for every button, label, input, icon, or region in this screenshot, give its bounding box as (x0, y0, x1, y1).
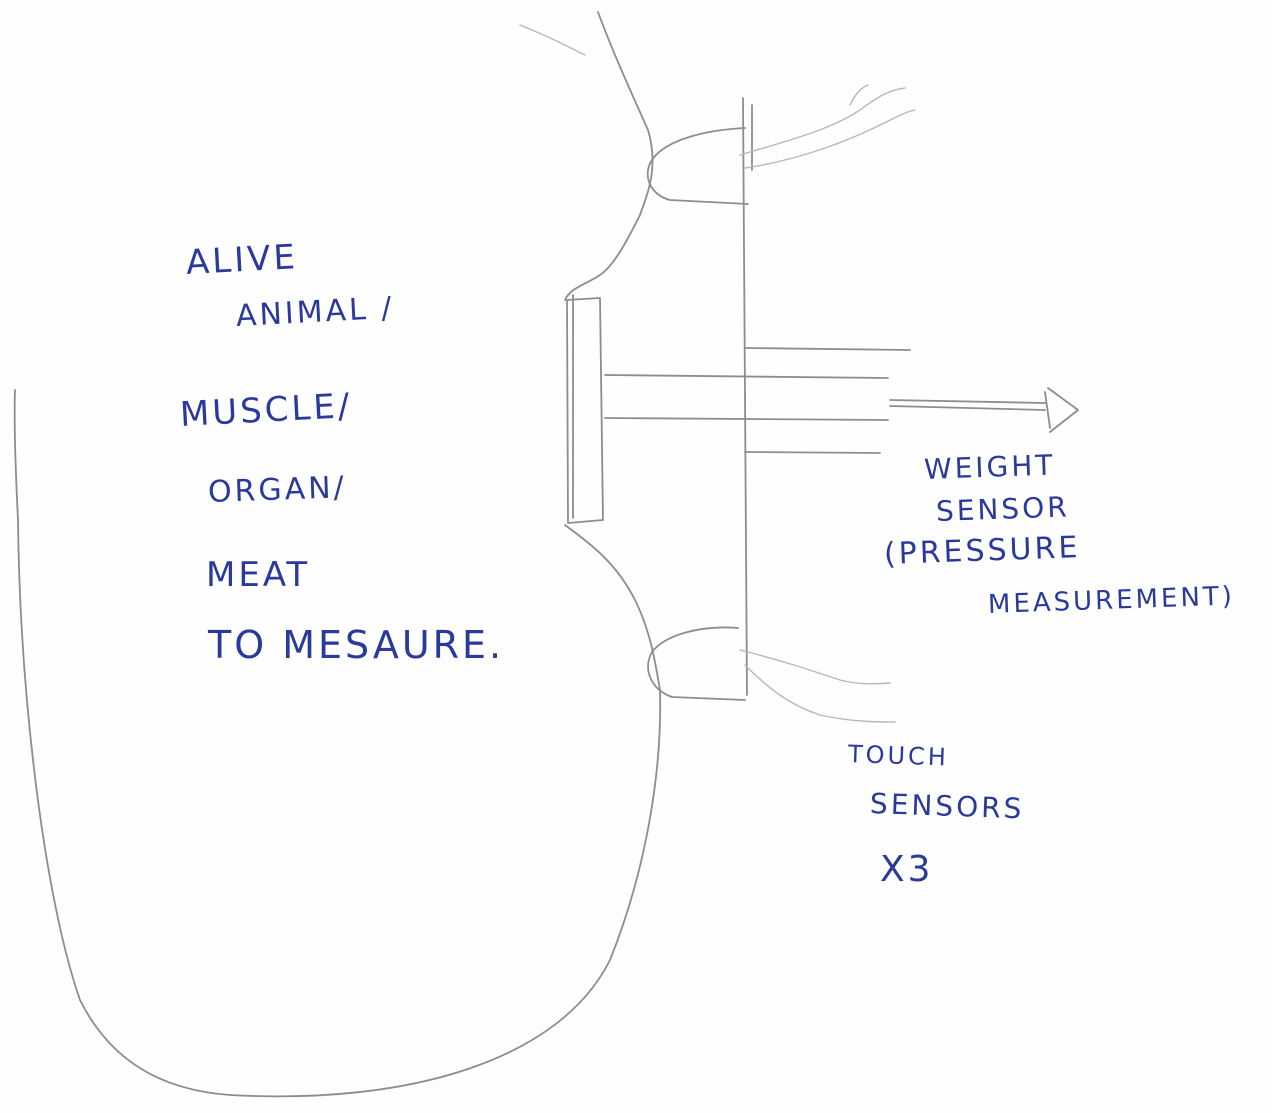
weight-sensor-label-line3: (PRESSURE (883, 533, 1080, 570)
subject-label-line4: ORGAN/ (207, 473, 347, 508)
lower-sensor-wire (740, 650, 895, 722)
touch-sensors-label-line3: X3 (880, 852, 934, 888)
touch-sensors-label-line1: TOUCH (848, 742, 950, 770)
touch-sensors-label-line2: SENSORS (870, 790, 1025, 823)
upper-sensor-wire (740, 85, 915, 168)
subject-label-line6: TO MESAURE. (208, 626, 504, 664)
pressure-plate (567, 295, 603, 523)
upper-touch-sensor (648, 128, 748, 204)
weight-sensor-label-line1: WEIGHT (924, 451, 1056, 484)
lower-touch-sensor (648, 627, 745, 700)
tissue-outline (15, 12, 661, 1096)
tissue-outline-top (520, 25, 585, 55)
weight-sensor-label-line2: SENSOR (936, 493, 1071, 526)
weight-sensor-rod (605, 348, 910, 453)
subject-label-line1: ALIVE (185, 240, 299, 280)
sensor-frame (743, 98, 752, 695)
weight-sensor-arrow (890, 388, 1078, 432)
subject-label-line3: MUSCLE/ (179, 389, 353, 432)
subject-label-line2: ANIMAL / (235, 294, 395, 332)
subject-label-line5: MEAT (206, 558, 310, 592)
